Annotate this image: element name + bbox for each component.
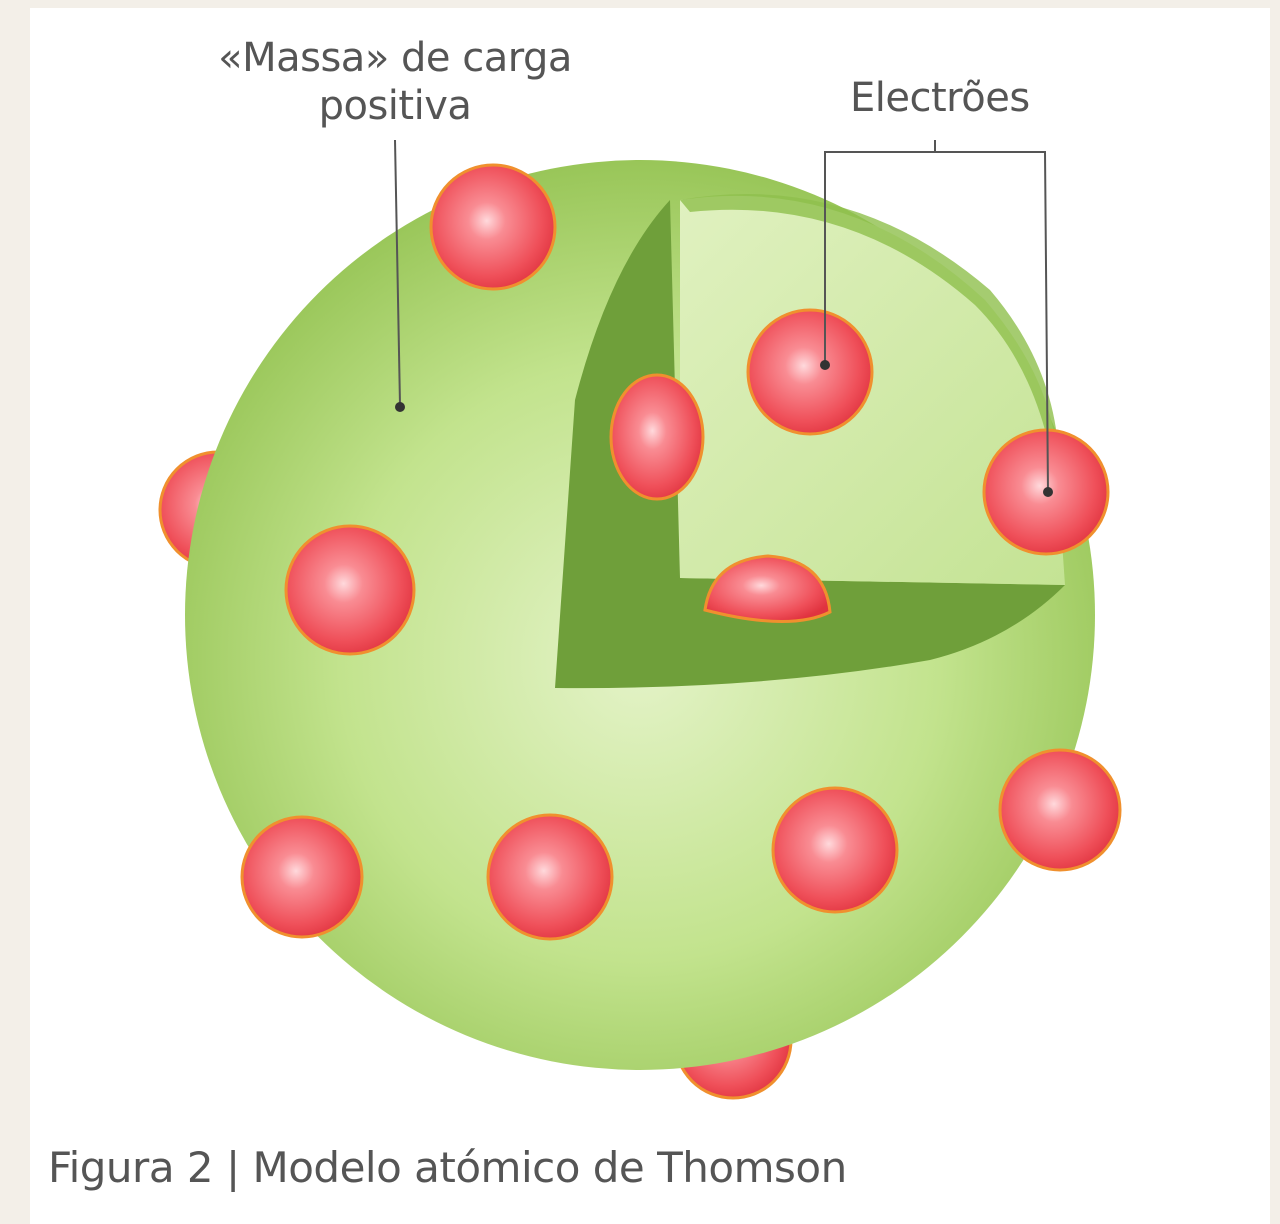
figure-caption: Figura 2 | Modelo atómico de Thomson [48,1140,847,1196]
positive-mass-label-line1: «Massa» de carga [214,34,576,82]
electron [773,788,897,912]
electron [431,165,555,289]
electron [611,375,703,499]
electrons-label: Electrões [850,74,1030,122]
electrons-leader-dot-2 [1043,487,1053,497]
electron [1000,750,1120,870]
electron [748,310,872,434]
electron [242,817,362,937]
positive-mass-label-line2: positiva [214,82,576,130]
electrons-leader-dot-1 [820,360,830,370]
electron [488,815,612,939]
positive-mass-label: «Massa» de carga positiva [214,34,576,130]
electron [286,526,414,654]
mass-leader-dot [395,402,405,412]
